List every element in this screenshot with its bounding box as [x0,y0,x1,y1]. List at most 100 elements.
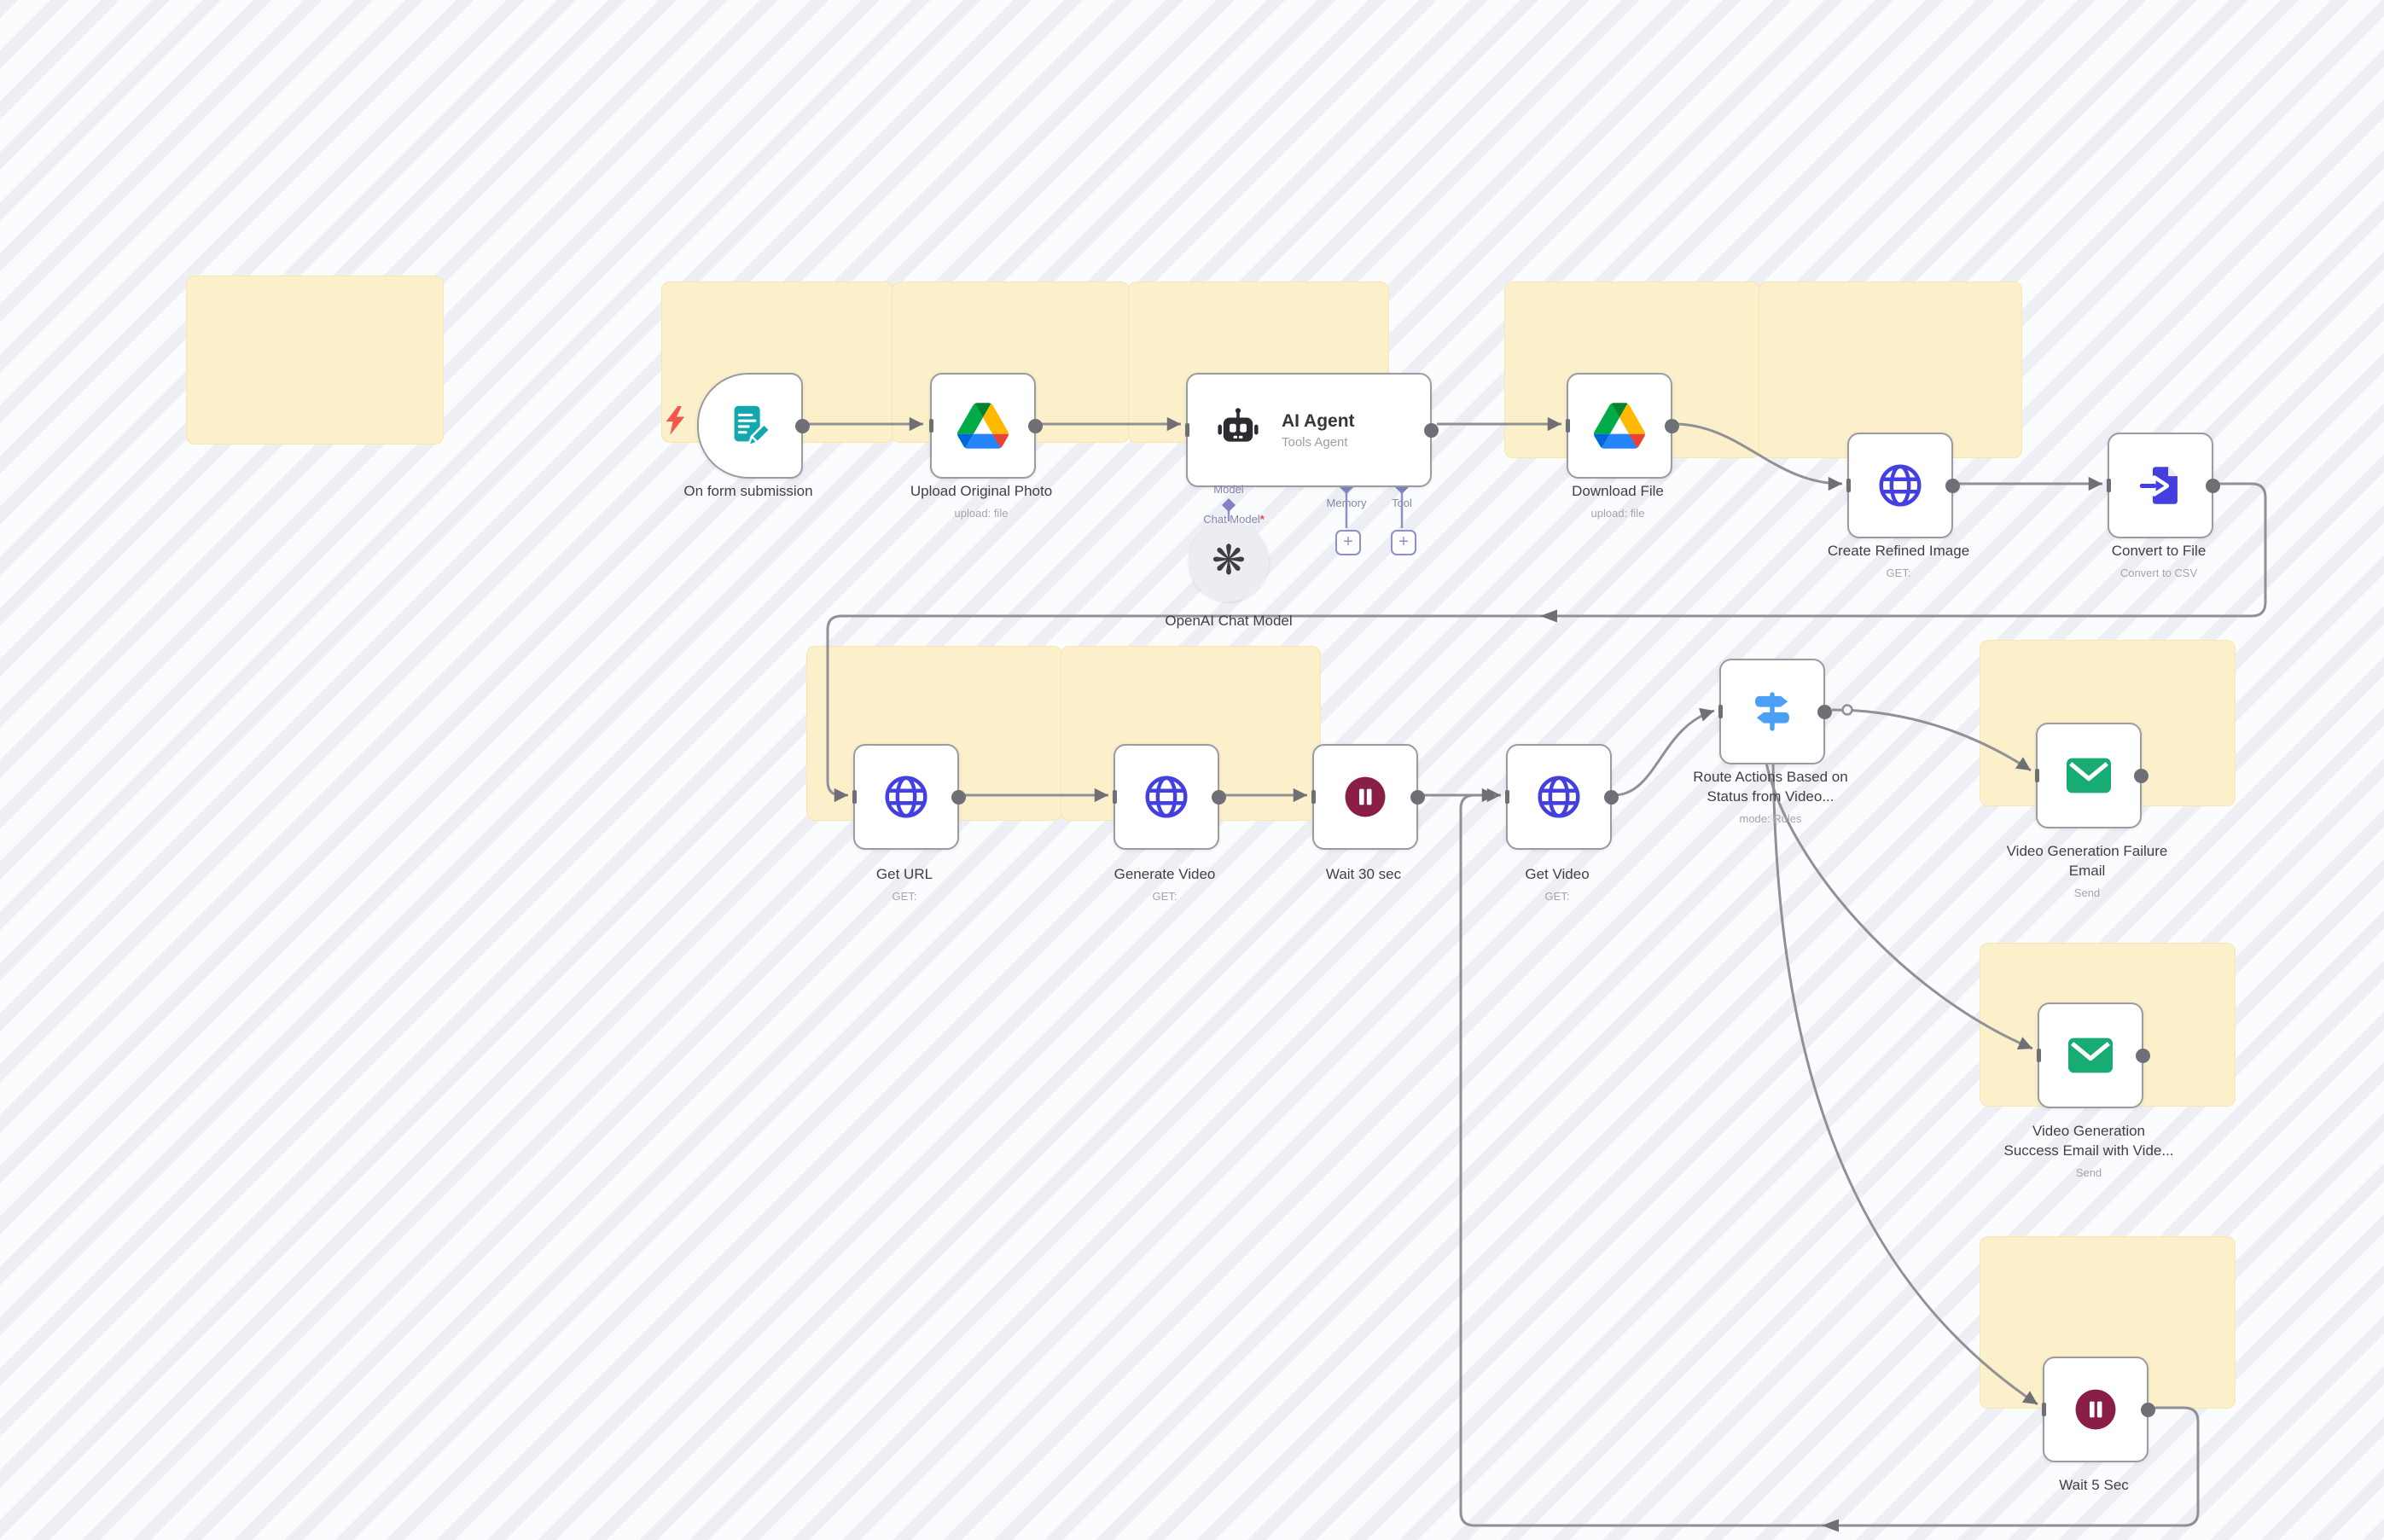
node-sublabel: GET: [1544,889,1570,903]
output-port[interactable] [795,418,810,433]
node-label-video-generation-success-email: Video Generation Success Email with Vide… [2003,1123,2174,1179]
connection-direction-arrow [1822,1519,1839,1532]
input-port[interactable] [1566,419,1570,433]
node-openai-chat-model[interactable]: ❋ [1189,521,1269,601]
file-import-icon [2136,461,2185,510]
node-video-generation-failure-email[interactable] [2035,723,2149,828]
add-memory-button[interactable]: + [1335,530,1361,555]
output-port[interactable] [1410,789,1425,805]
envelope-icon [2063,753,2114,798]
node-download-file[interactable] [1566,373,1679,479]
output-port[interactable] [2206,478,2220,493]
node-on-form-submission[interactable] [697,373,810,479]
sticky-note[interactable] [186,276,444,445]
input-port[interactable] [1718,705,1723,718]
node-sublabel: upload: file [954,506,1009,520]
node-sublabel: mode: Rules [1739,811,1802,825]
input-port[interactable] [2042,1403,2046,1416]
input-port[interactable] [1505,790,1509,804]
node-route-actions[interactable] [1718,659,1832,764]
node-label-wait-30-sec: Wait 30 sec [1325,866,1402,882]
node-sublabel: Send [2073,886,2101,899]
chat-model-port-label: Chat Model* [1203,513,1265,526]
node-subtitle: Tools Agent [1282,434,1348,450]
input-port[interactable] [1311,790,1316,804]
node-create-refined-image[interactable] [1846,433,1960,538]
node-upload-original-photo[interactable] [929,373,1043,479]
output-port[interactable] [1945,478,1960,493]
input-port[interactable] [852,790,857,804]
input-port[interactable] [1185,423,1189,437]
connection-route-to-failure-email[interactable] [1831,708,2032,772]
node-title: AI Agent [1282,410,1355,431]
tool-port-label: Tool [1392,497,1412,509]
node-label-wait-5-sec: Wait 5 Sec [2059,1477,2129,1493]
node-label-route-actions: Route Actions Based on Status from Video… [1693,769,1848,825]
input-port[interactable] [2035,769,2039,782]
node-label-on-form-submission: On form submission [683,483,813,499]
connection-route-to-success-email[interactable] [1765,762,2033,1050]
node-sublabel: Convert to CSV [2119,566,2198,579]
add-tool-button[interactable]: + [1391,530,1416,555]
node-convert-to-file[interactable] [2107,433,2220,538]
form-icon [724,399,776,452]
node-generate-video[interactable] [1113,744,1226,850]
switch-icon [1747,687,1797,736]
node-video-generation-success-email[interactable] [2037,1002,2150,1108]
sticky-note[interactable] [1759,282,2022,458]
node-label-openai-chat-model: OpenAI Chat Model [1165,613,1293,629]
robot-icon [1212,405,1265,455]
input-port[interactable] [2107,479,2111,492]
node-wait-30-sec[interactable] [1311,744,1425,850]
openai-logo-icon: ❋ [1211,538,1247,584]
envelope-icon [2065,1033,2116,1078]
model-port-label: Model [1213,483,1244,496]
output-port[interactable] [1817,704,1832,719]
connection-route-to-wait5[interactable] [1771,762,2038,1406]
node-get-video[interactable] [1505,744,1619,850]
output-port[interactable] [1604,789,1619,805]
output-port[interactable] [2141,1402,2155,1417]
pause-icon [1340,771,1391,822]
output-port[interactable] [951,789,966,805]
input-port[interactable] [929,419,933,433]
node-sublabel: GET: [1886,566,1911,579]
connection-direction-arrow [1540,609,1557,623]
output-port[interactable] [2134,768,2149,783]
node-get-url[interactable] [852,744,966,850]
node-wait-5-sec[interactable] [2042,1357,2155,1462]
output-port[interactable] [1424,422,1439,438]
memory-port-label: Memory [1326,497,1367,509]
output-port[interactable] [1665,418,1679,433]
input-port[interactable] [1113,790,1117,804]
connection-getvideo-to-route[interactable] [1613,707,1715,797]
drive-icon [1594,403,1645,449]
globe-icon [1532,770,1585,823]
output-port[interactable] [2136,1048,2150,1063]
connection-download-to-refine[interactable] [1673,422,1843,491]
model-port-diamond-icon[interactable] [1222,498,1236,512]
lightning-icon [666,406,686,439]
output-port[interactable] [1212,789,1226,805]
input-port[interactable] [1846,479,1851,492]
drive-icon [957,403,1009,449]
node-sublabel: GET: [1152,889,1177,903]
input-port[interactable] [2037,1049,2041,1062]
output-port[interactable] [1028,418,1043,433]
globe-icon [1140,770,1193,823]
node-sublabel: Send [2075,1165,2102,1179]
switch-output-marker [1841,704,1853,716]
pause-icon [2070,1384,2121,1435]
